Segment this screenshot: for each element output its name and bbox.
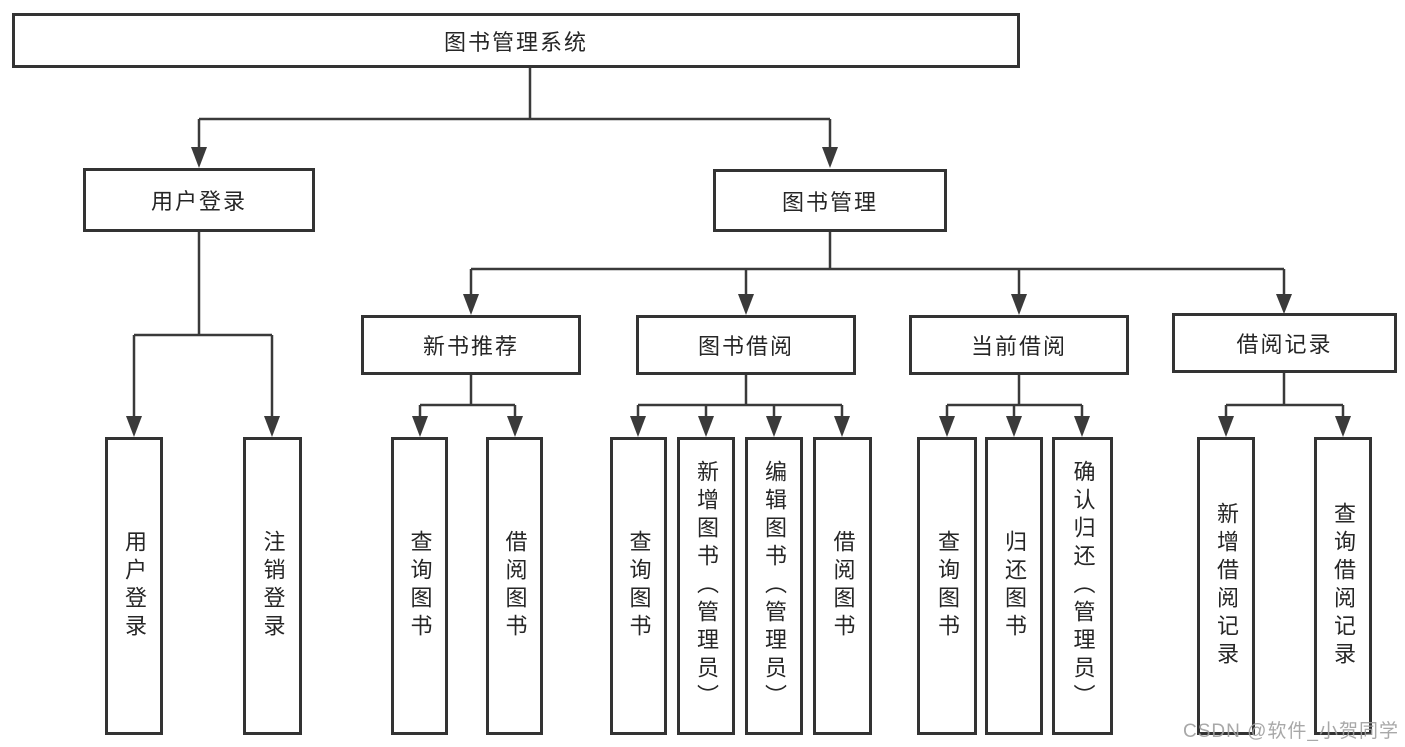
node-label: 当前借阅 — [970, 334, 1067, 359]
node-current-borrow: 当前借阅 — [909, 315, 1129, 375]
leaf-return-books: 归还图书 — [985, 437, 1043, 735]
leaf-label: 新增图书（管理员） — [694, 460, 719, 712]
node-borrow-records: 借阅记录 — [1172, 313, 1397, 373]
node-label: 用户登录 — [150, 189, 247, 214]
leaf-query-books-current: 查询图书 — [917, 437, 977, 735]
leaf-borrow-books: 借阅图书 — [813, 437, 872, 735]
leaf-label: 借阅图书 — [502, 530, 528, 642]
leaf-label: 确认归还（管理员） — [1070, 460, 1096, 712]
leaf-borrow-books-recommend: 借阅图书 — [486, 437, 543, 735]
leaf-add-borrow-record: 新增借阅记录 — [1197, 437, 1255, 735]
leaf-label: 编辑图书（管理员） — [762, 460, 787, 712]
leaf-label: 用户登录 — [122, 530, 147, 642]
leaf-label: 查询借阅记录 — [1331, 502, 1356, 670]
node-library-management-system: 图书管理系统 — [12, 13, 1020, 68]
leaf-label: 查询图书 — [626, 530, 652, 642]
node-book-management: 图书管理 — [713, 169, 947, 232]
leaf-edit-books-admin: 编辑图书（管理员） — [745, 437, 803, 735]
leaf-query-books-borrow: 查询图书 — [610, 437, 667, 735]
leaf-label: 借阅图书 — [830, 530, 856, 642]
leaf-label: 注销登录 — [260, 530, 286, 642]
leaf-label: 归还图书 — [1002, 530, 1027, 642]
leaf-label: 查询图书 — [407, 530, 433, 642]
node-label: 新书推荐 — [422, 334, 519, 359]
leaf-confirm-return-admin: 确认归还（管理员） — [1052, 437, 1113, 735]
leaf-query-books-recommend: 查询图书 — [391, 437, 448, 735]
node-label: 图书借阅 — [697, 334, 794, 359]
node-label: 借阅记录 — [1236, 332, 1333, 357]
leaf-add-books-admin: 新增图书（管理员） — [677, 437, 735, 735]
node-label: 图书管理 — [781, 189, 878, 215]
leaf-label: 新增借阅记录 — [1214, 502, 1239, 670]
node-user-login: 用户登录 — [83, 168, 315, 232]
csdn-watermark: CSDN @软件_小贺同学 — [1183, 721, 1399, 742]
leaf-query-borrow-record: 查询借阅记录 — [1314, 437, 1372, 735]
node-book-borrow: 图书借阅 — [636, 315, 856, 375]
arrowheads — [126, 147, 1351, 437]
leaf-logout: 注销登录 — [243, 437, 302, 735]
leaf-user-login: 用户登录 — [105, 437, 163, 735]
node-new-book-recommend: 新书推荐 — [361, 315, 581, 375]
node-label: 图书管理系统 — [443, 29, 588, 55]
leaf-label: 查询图书 — [935, 530, 960, 642]
